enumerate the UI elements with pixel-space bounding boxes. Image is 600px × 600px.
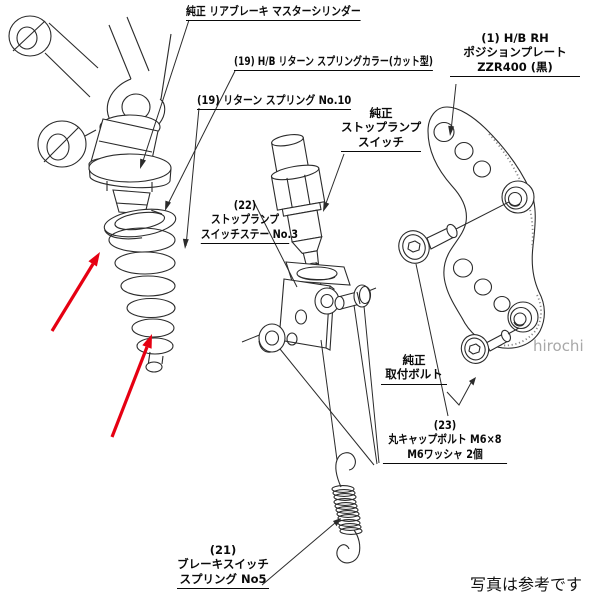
bracket-hole <box>294 309 308 325</box>
label-mount-bolt: 純正 取付ボルト <box>381 353 447 385</box>
cap-bolt-upper <box>398 201 510 264</box>
leader-master-cylinder <box>141 19 190 165</box>
master-cylinder <box>8 15 172 235</box>
plate-lower-boss <box>507 301 539 333</box>
red-arrow-lower <box>110 346 149 438</box>
plate-upper-boss <box>501 180 535 214</box>
cap-bolt-lower <box>460 327 520 364</box>
red-arrows <box>50 252 152 438</box>
leader-spring-collar <box>166 70 236 207</box>
leader-cap-bolt-b <box>353 304 378 465</box>
label-return-spring: (19) リターン スプリング No.10 <box>197 93 352 111</box>
red-arrow-upper <box>50 263 95 332</box>
leader-cap-bolt-d <box>363 305 380 464</box>
label-position-plate: (1) H/B RH ポジションプレート ZZR400 (黒) <box>450 31 580 78</box>
leader-mount-bolt <box>446 380 473 406</box>
label-spring-collar: (19) H/B リターン スプリングカラー(カット型) <box>234 54 433 72</box>
washer-left <box>258 323 286 353</box>
plate-hole <box>433 121 455 143</box>
leader-position-plate <box>450 83 457 132</box>
plate-hole <box>473 278 493 296</box>
spring-collar <box>103 208 177 240</box>
label-master-cylinder: 純正 リアブレーキ マスターシリンダー <box>186 4 361 22</box>
bolt-axis-line <box>507 327 520 335</box>
leader-lines <box>140 19 476 586</box>
plate-hole <box>452 258 474 278</box>
plate-hole <box>472 160 492 178</box>
leader-brake-switch-spring <box>261 522 336 586</box>
hex-socket <box>407 240 421 253</box>
bracket-hole <box>286 332 298 346</box>
watermark: hirochi <box>533 337 584 355</box>
leader-cap-bolt-a <box>415 263 449 417</box>
label-switch-stay: (22) ストップランプ スイッチステー No.3 <box>200 198 298 245</box>
plate-edge-stipple <box>488 133 534 249</box>
leader-cap-bolt-c <box>279 348 375 466</box>
photo-reference-caption: 写真は参考です <box>470 575 583 594</box>
label-brake-switch-spring: (21) ブレーキスイッチ スプリング No5 <box>177 543 269 590</box>
hex-socket <box>468 343 481 355</box>
return-spring <box>108 227 176 373</box>
bolt-axis-line <box>455 201 510 230</box>
leader-return-spring <box>185 107 200 247</box>
collar-cut <box>151 209 163 215</box>
label-stop-lamp-switch: 純正 ストップランプ スイッチ <box>341 106 421 153</box>
plate-hole <box>493 295 511 313</box>
plate-hole <box>454 141 474 161</box>
leader-stay-to-spring <box>320 339 338 461</box>
label-cap-bolt: (23) 丸キャップボルト M6×8 M6ワッシャ 2個 <box>382 418 508 465</box>
position-plate <box>427 106 545 349</box>
washer-right <box>314 287 340 315</box>
stay-bolt <box>334 284 372 311</box>
leader-stop-lamp-switch <box>324 153 345 207</box>
brake-switch-spring <box>331 452 363 564</box>
